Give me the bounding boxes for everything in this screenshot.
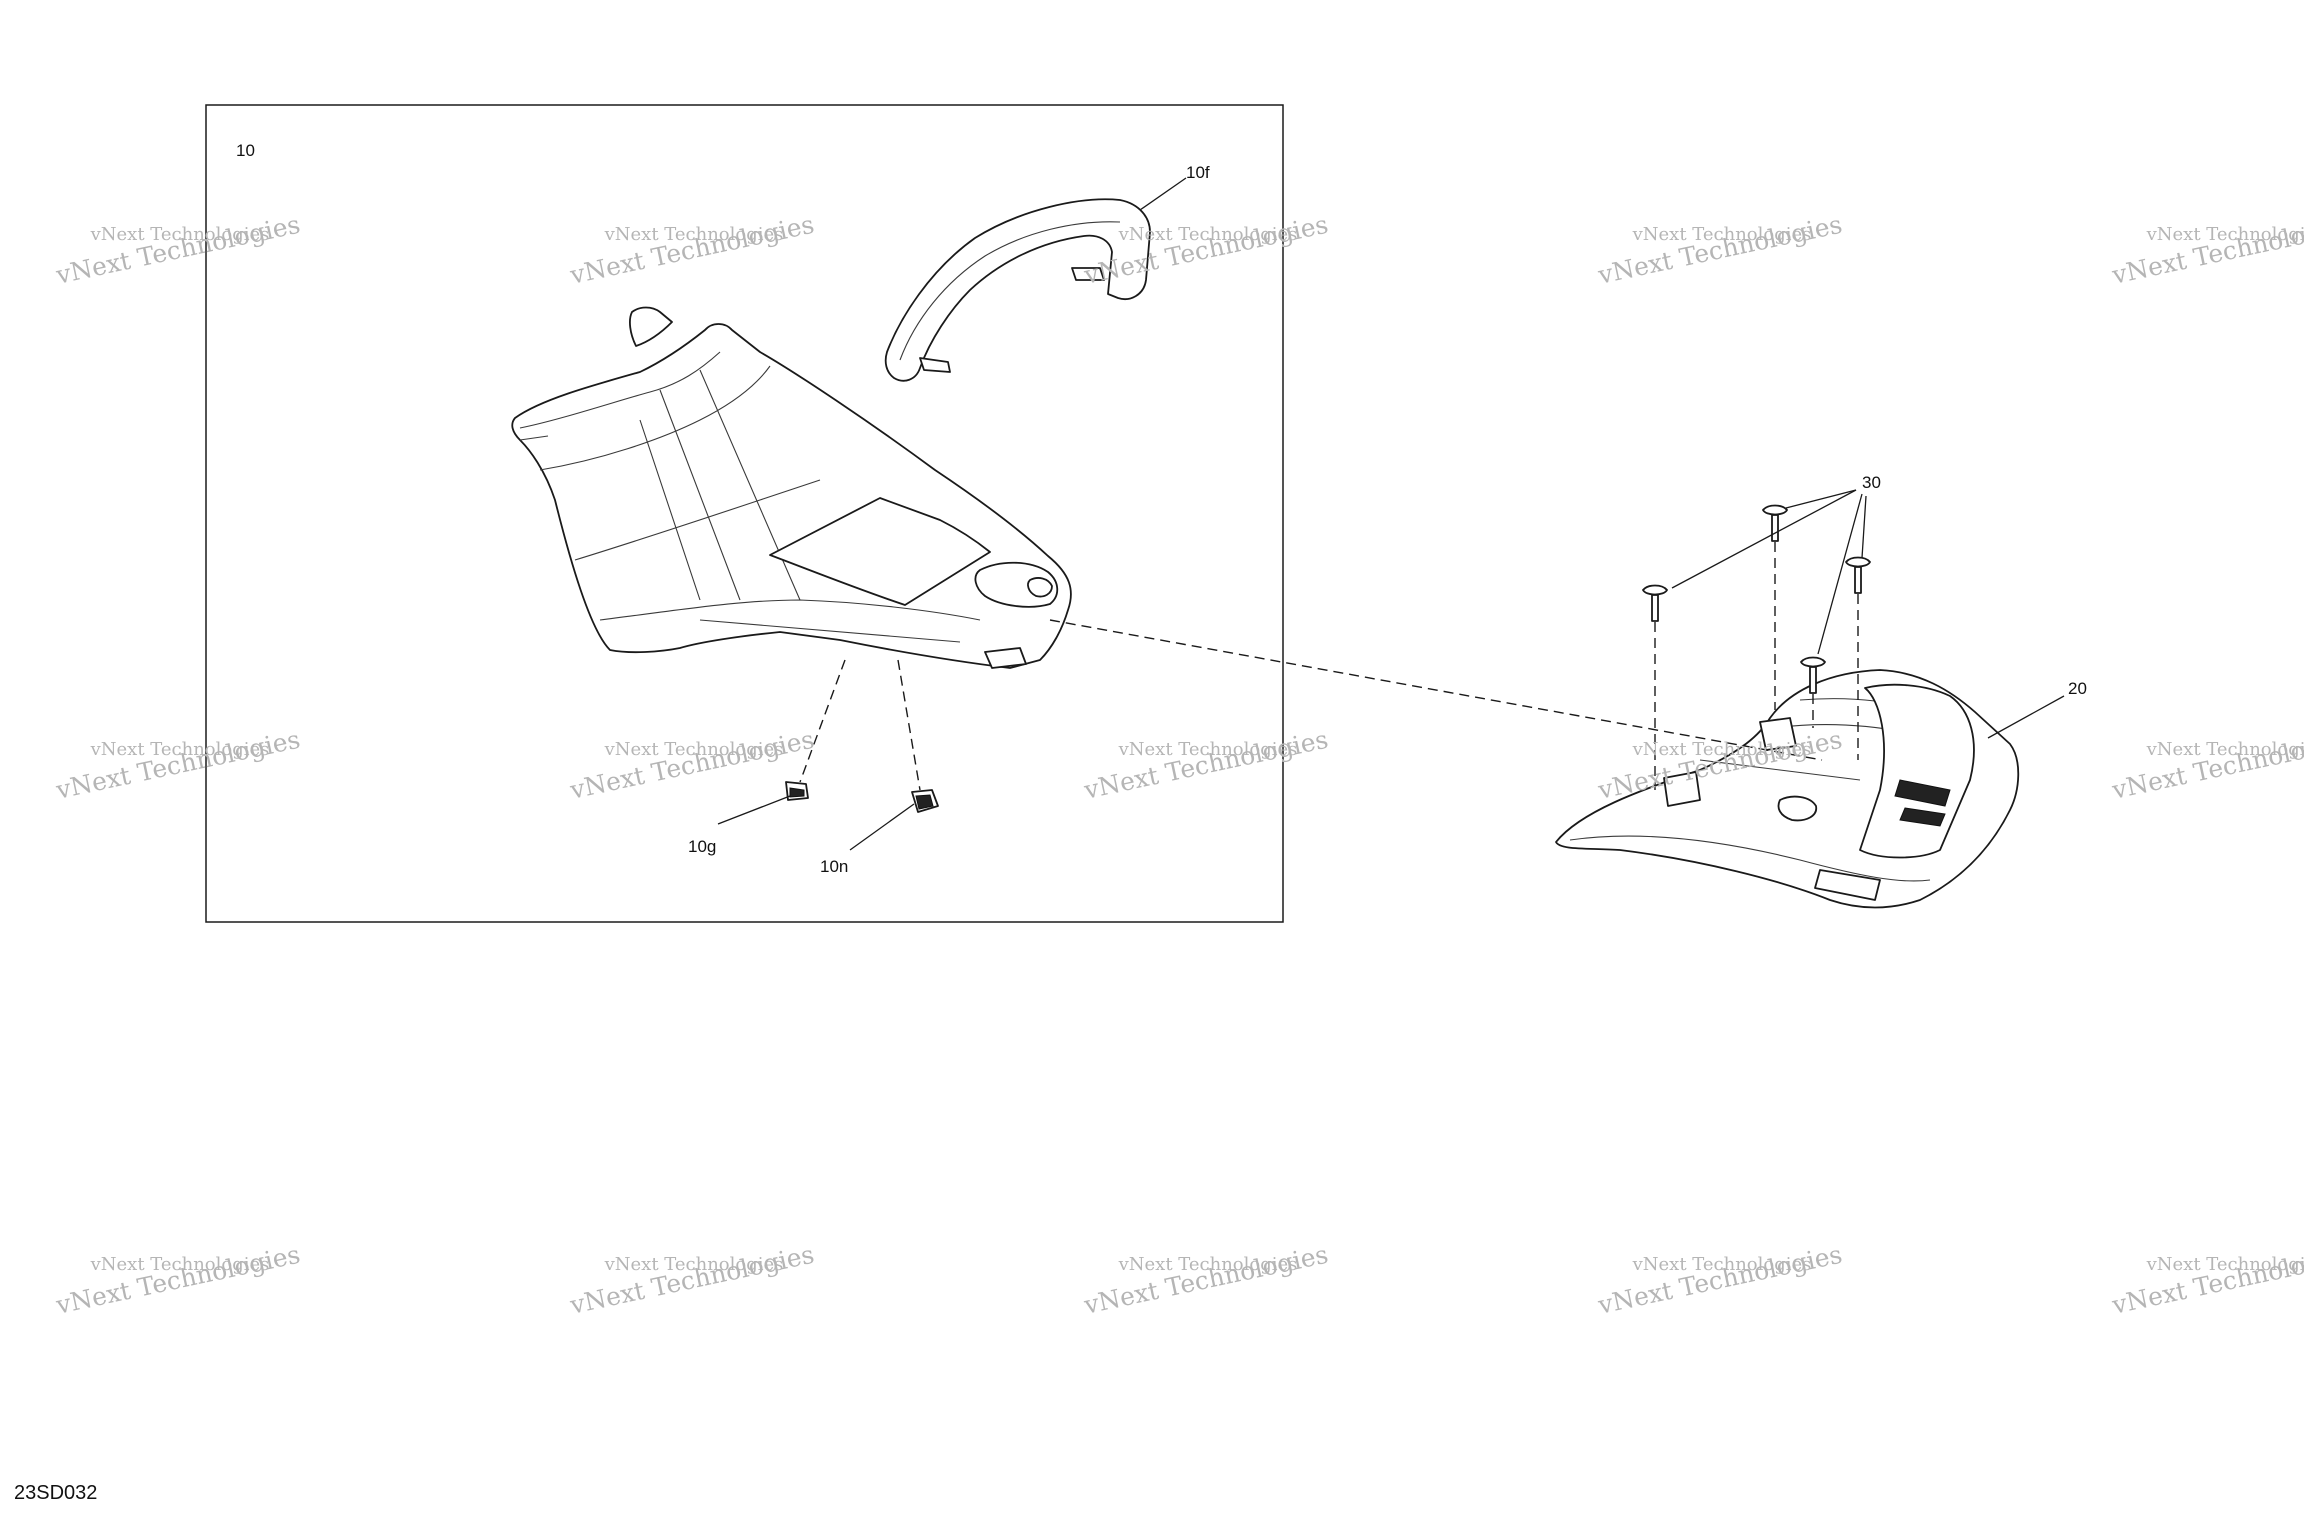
screw-4 xyxy=(1800,656,1826,694)
screw-3 xyxy=(1845,556,1871,594)
watermark-text-rotated: vNext Technologies xyxy=(2109,210,2304,290)
callout-10n: 10n xyxy=(820,857,848,876)
seat-assembly xyxy=(511,306,1072,669)
leader-30-a xyxy=(1671,489,1857,589)
strap-10f xyxy=(884,198,1151,382)
clip-10g xyxy=(785,781,809,801)
watermark-text: vNext Technologies xyxy=(604,739,784,760)
watermark-text-rotated: vNext Technologies xyxy=(2109,1240,2304,1320)
watermark-text-rotated: vNext Technologies xyxy=(567,1240,817,1320)
watermark-text: vNext Technologies xyxy=(90,1254,270,1275)
callout-30: 30 xyxy=(1862,473,1881,492)
callout-10f: 10f xyxy=(1186,163,1210,182)
watermark-text: vNext Technologies xyxy=(1118,739,1298,760)
assembly-line-seat-to-base xyxy=(1049,619,1823,761)
watermark-text: vNext Technologies xyxy=(90,224,270,245)
watermark-text-rotated: vNext Technologies xyxy=(53,725,303,805)
watermark-text: vNext Technologies xyxy=(1632,1254,1812,1275)
watermark-text: vNext Technologies xyxy=(604,224,784,245)
seat-base-20 xyxy=(1555,669,2020,909)
screw-2 xyxy=(1762,504,1788,542)
watermark-text: vNext Technologies xyxy=(1632,739,1812,760)
leader-30-b xyxy=(1785,489,1857,509)
figure-code: 23SD032 xyxy=(14,1482,98,1504)
watermark-text-rotated: vNext Technologies xyxy=(2109,725,2304,805)
watermark-text: vNext Technologies xyxy=(2146,224,2304,245)
callout-20: 20 xyxy=(2068,679,2087,698)
watermark-text: vNext Technologies xyxy=(1118,224,1298,245)
leader-10f xyxy=(1139,177,1187,211)
watermark-text-rotated: vNext Technologies xyxy=(1595,1240,1845,1320)
watermark-text-rotated: vNext Technologies xyxy=(567,725,817,805)
screw-1 xyxy=(1642,584,1668,622)
watermark-text-rotated: vNext Technologies xyxy=(567,210,817,290)
leader-10g xyxy=(717,795,791,825)
leader-10n xyxy=(849,803,915,851)
watermark-text: vNext Technologies xyxy=(1632,224,1812,245)
leader-30-c xyxy=(1861,495,1867,559)
watermark-text: vNext Technologies xyxy=(1118,1254,1298,1275)
watermark-text-rotated: vNext Technologies xyxy=(1081,1240,1331,1320)
leader-20 xyxy=(1987,695,2065,739)
leader-30-d xyxy=(1817,493,1863,655)
watermark-text-rotated: vNext Technologies xyxy=(1595,210,1845,290)
watermark-text-rotated: vNext Technologies xyxy=(53,210,303,290)
watermark-text: vNext Technologies xyxy=(604,1254,784,1275)
watermark-text-rotated: vNext Technologies xyxy=(1081,725,1331,805)
assembly-line-clip xyxy=(799,659,846,783)
watermark-text: vNext Technologies xyxy=(2146,739,2304,760)
watermark-text: vNext Technologies xyxy=(2146,1254,2304,1275)
watermark-text: vNext Technologies xyxy=(90,739,270,760)
assembly-line-nut xyxy=(897,659,921,791)
callout-10g: 10g xyxy=(688,837,716,856)
callout-10: 10 xyxy=(236,141,255,160)
watermark-text-rotated: vNext Technologies xyxy=(53,1240,303,1320)
assembly-10-frame xyxy=(205,104,1284,923)
nut-10n xyxy=(911,789,939,813)
